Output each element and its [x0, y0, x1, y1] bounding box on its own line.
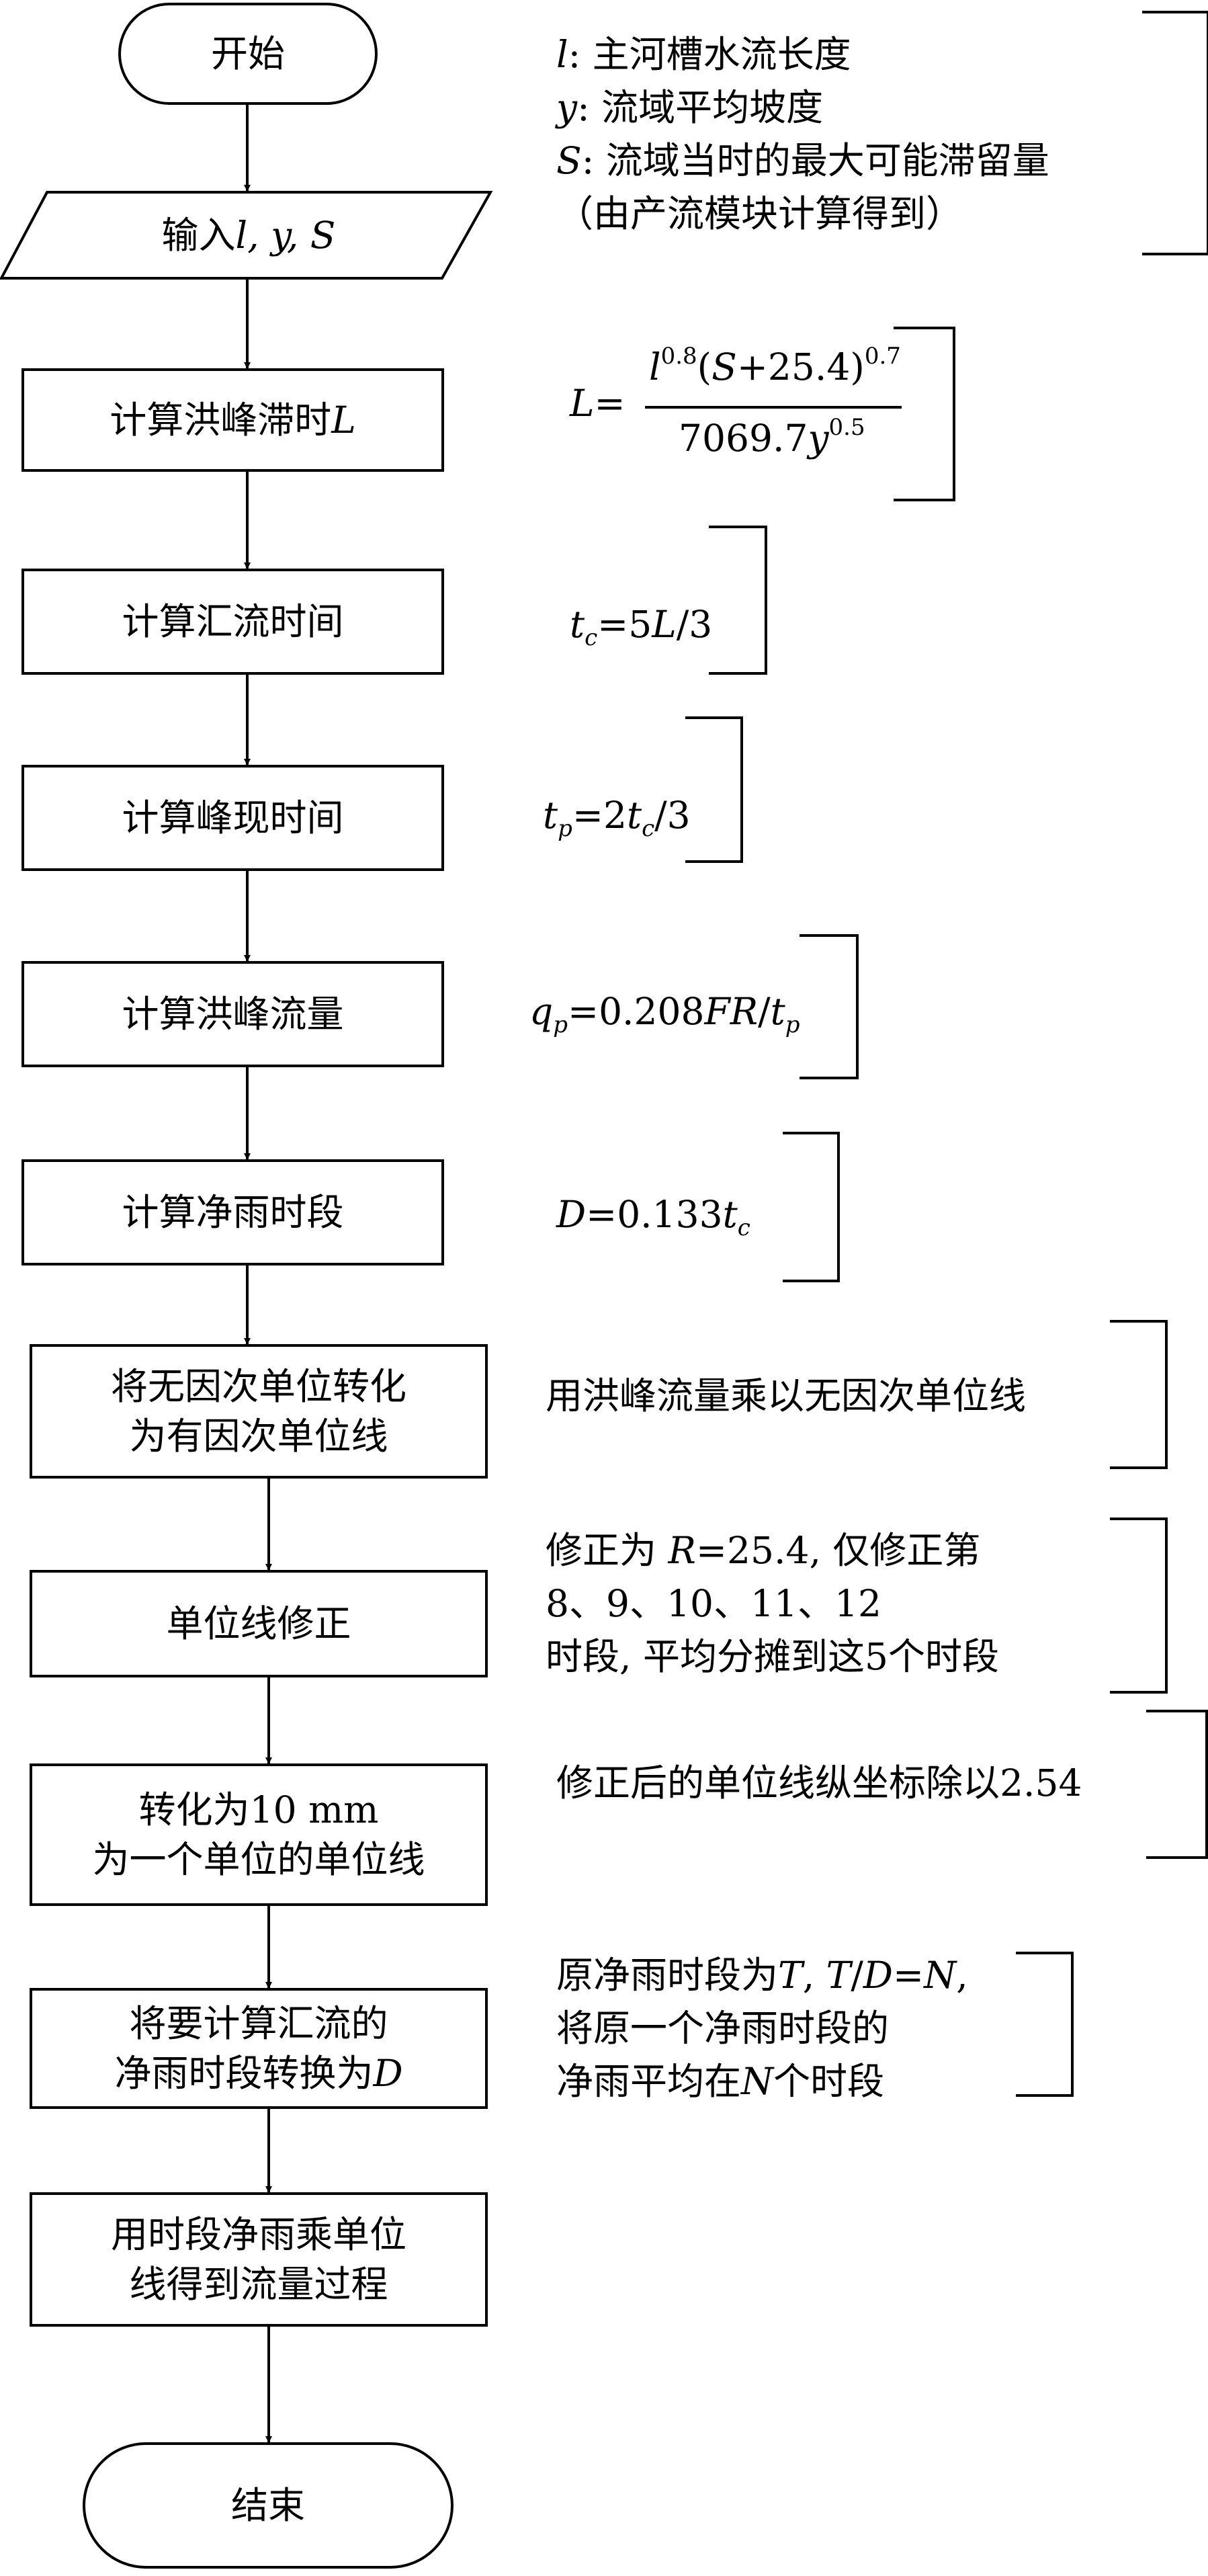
to10mm-label: 转化为10 mm 为一个单位的单位线 — [92, 1788, 425, 1881]
bracket-convert-note — [1110, 1320, 1168, 1469]
convert-note: 用洪峰流量乘以无因次单位线 — [546, 1374, 1027, 1417]
correct-label: 单位线修正 — [166, 1602, 351, 1645]
lag-formula-lhs: L= — [570, 382, 625, 425]
peak-time-label: 计算峰现时间 — [122, 796, 344, 839]
net-rain-formula: D=0.133tc — [556, 1193, 750, 1241]
peak-flow-label: 计算洪峰流量 — [122, 993, 344, 1036]
convert-box — [30, 1344, 488, 1479]
correct-box — [30, 1570, 488, 1677]
convert-period-note: 原净雨时段为T, T/D=N, 将原一个净雨时段的 净雨平均在N个时段 — [556, 1954, 968, 2103]
end-label: 结束 — [230, 2484, 305, 2527]
to10mm-note: 修正后的单位线纵坐标除以2.54 — [556, 1761, 1082, 1804]
net-rain-box — [21, 1159, 444, 1265]
lag-formula-numerator: l0.8(S+25.4)0.7 — [649, 343, 901, 388]
bracket-input-note — [1142, 11, 1208, 255]
peak-flow-box — [21, 961, 444, 1067]
bracket-period-note — [1016, 1952, 1074, 2097]
bracket-correct-note — [1110, 1518, 1168, 1694]
bracket-peaktime-note — [685, 716, 743, 863]
start-label: 开始 — [210, 32, 285, 75]
peak-time-formula: tp=2tc/3 — [543, 794, 691, 842]
bracket-to10mm-note — [1146, 1710, 1208, 1859]
bracket-concentration-note — [709, 526, 767, 675]
input-parallelogram — [0, 191, 493, 280]
lag-box — [21, 368, 444, 472]
bracket-lag-note — [894, 327, 955, 501]
peak-flow-formula: qp=0.208FR/tp — [529, 990, 800, 1038]
convert-period-box — [30, 1988, 488, 2109]
input-vars: l, y, S — [235, 214, 336, 257]
input-note: l: 主河槽水流长度 y: 流域平均坡度 S: 流域当时的最大可能滞留量 （由产… — [556, 33, 1049, 235]
convert-period-label: 将要计算汇流的 净雨时段转换为D — [114, 2002, 403, 2095]
end-terminal — [83, 2442, 454, 2569]
net-rain-label: 计算净雨时段 — [122, 1191, 344, 1234]
to10mm-box — [30, 1763, 488, 1906]
bracket-peakflow-note — [800, 934, 859, 1079]
multiply-box — [30, 2192, 488, 2327]
peak-time-box — [21, 765, 444, 871]
bracket-netrain-note — [783, 1132, 840, 1282]
convert-label: 将无因次单位转化 为有因次单位线 — [110, 1365, 406, 1458]
lag-formula-denominator: 7069.7y0.5 — [679, 414, 865, 460]
correct-note: 修正为 R=25.4, 仅修正第 8、9、10、11、12 时段, 平均分摊到这… — [546, 1529, 999, 1678]
concentration-formula: tc=5L/3 — [570, 603, 713, 651]
concentration-box — [21, 569, 444, 675]
concentration-label: 计算汇流时间 — [122, 600, 344, 643]
multiply-label: 用时段净雨乘单位 线得到流量过程 — [110, 2213, 406, 2306]
